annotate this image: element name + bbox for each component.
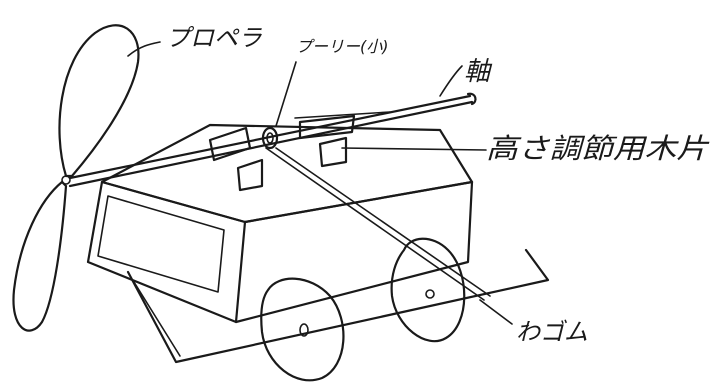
- rubber-band: [265, 147, 491, 301]
- wheel-front-tire: [260, 277, 345, 382]
- leader-height-block: [341, 147, 487, 151]
- label-propeller: プロペラ: [166, 24, 262, 52]
- shaft-end: [466, 92, 477, 106]
- propeller: [12, 24, 140, 332]
- pulley-wheel: [261, 126, 279, 150]
- label-shaft: 軸: [464, 57, 493, 87]
- propeller-hub: [61, 175, 71, 185]
- label-rubber-band: わゴム: [516, 318, 588, 346]
- car-body: [86, 111, 474, 324]
- leader-shaft: [439, 65, 463, 97]
- wood-block-right: [298, 114, 356, 140]
- shaft-line-top: [68, 94, 472, 180]
- car-window: [97, 195, 225, 293]
- label-height-block: 高さ調節用木片: [486, 132, 710, 165]
- base-board-outline: [126, 248, 550, 364]
- wood-block-left: [208, 126, 252, 162]
- wood-block-right-support: [318, 136, 348, 168]
- label-pulley: プーリー(小): [296, 37, 389, 56]
- propeller-blade-upper: [58, 24, 140, 178]
- wheel-rear-hub: [425, 289, 435, 299]
- wood-block-left-support: [236, 158, 264, 192]
- wheels: [260, 237, 466, 382]
- car-side-face: [234, 180, 474, 324]
- roof-line: [294, 111, 391, 119]
- base-board: [126, 248, 550, 364]
- propeller-blade-lower: [12, 180, 68, 332]
- wheel-rear-tire: [390, 237, 466, 343]
- leader-rubber-band: [479, 299, 513, 325]
- wheel-front-hub: [299, 323, 309, 337]
- leader-propeller: [127, 41, 161, 57]
- pulley: [261, 126, 279, 150]
- rubber-band-line-a: [265, 147, 485, 301]
- shaft-line-bottom: [68, 100, 474, 188]
- leader-lines: [127, 41, 513, 325]
- rubber-band-line-b: [275, 147, 491, 297]
- base-board-edge: [133, 281, 181, 357]
- wheel-front: [260, 277, 345, 382]
- leader-pulley: [275, 61, 297, 127]
- wheel-rear: [390, 237, 466, 343]
- pulley-center: [266, 132, 274, 144]
- height-blocks: [208, 114, 356, 192]
